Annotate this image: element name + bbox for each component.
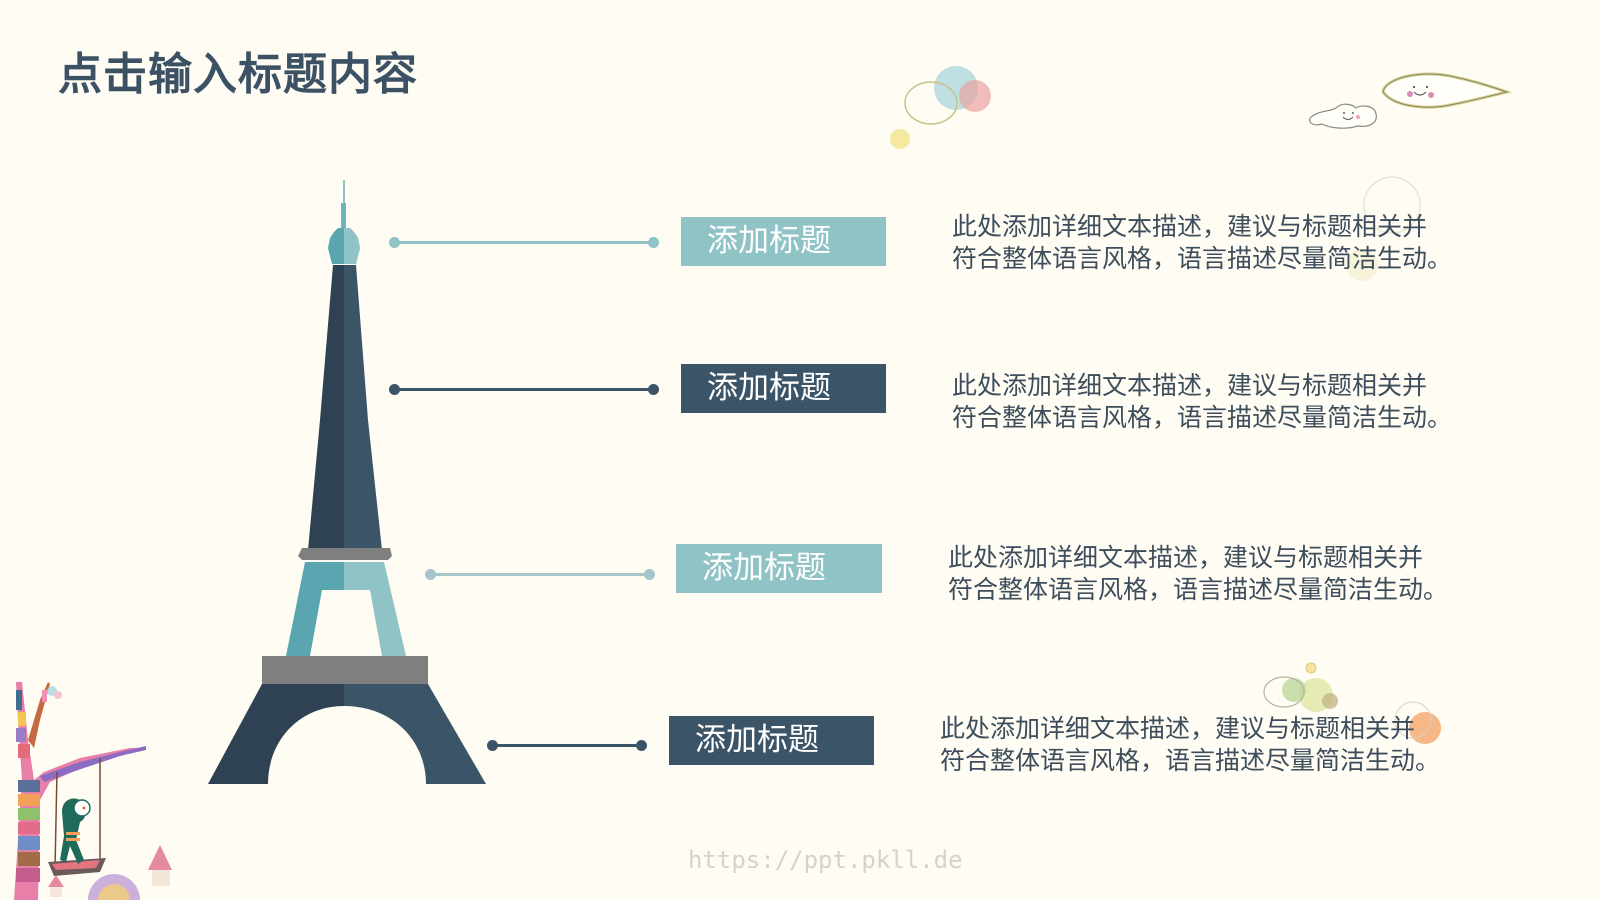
item-3-description[interactable]: 此处添加详细文本描述，建议与标题相关并 符合整体语言风格，语言描述尽量简洁生动。 [948,542,1448,606]
item-1-title-tag[interactable]: 添加标题 [681,217,886,266]
item-2-description[interactable]: 此处添加详细文本描述，建议与标题相关并 符合整体语言风格，语言描述尽量简洁生动。 [952,370,1452,434]
watermark: https://ppt.pkll.de [688,846,963,874]
connector-dot-icon [644,569,655,580]
description-line: 符合整体语言风格，语言描述尽量简洁生动。 [952,403,1453,432]
connector-dot-icon [636,740,647,751]
connector-line-4 [487,740,647,751]
description-line: 此处添加详细文本描述，建议与标题相关并 [948,543,1424,572]
item-4-description[interactable]: 此处添加详细文本描述，建议与标题相关并 符合整体语言风格，语言描述尽量简洁生动。 [940,713,1440,777]
connector-line-1 [389,237,659,248]
description-line: 此处添加详细文本描述，建议与标题相关并 [940,714,1416,743]
description-line: 此处添加详细文本描述，建议与标题相关并 [952,371,1428,400]
item-4-title-tag[interactable]: 添加标题 [669,716,874,765]
connector-dot-icon [389,384,400,395]
description-line: 符合整体语言风格，语言描述尽量简洁生动。 [952,244,1453,273]
slide-title[interactable]: 点击输入标题内容 [58,49,418,100]
connector-dot-icon [487,740,498,751]
connector-line-3 [425,569,655,580]
connector-dot-icon [648,237,659,248]
description-line: 符合整体语言风格，语言描述尽量简洁生动。 [940,746,1441,775]
description-line: 符合整体语言风格，语言描述尽量简洁生动。 [948,575,1449,604]
connector-line-2 [389,384,659,395]
item-3-title-tag[interactable]: 添加标题 [676,544,882,593]
item-1-description[interactable]: 此处添加详细文本描述，建议与标题相关并 符合整体语言风格，语言描述尽量简洁生动。 [952,211,1452,275]
connector-dot-icon [425,569,436,580]
description-line: 此处添加详细文本描述，建议与标题相关并 [952,212,1428,241]
connector-dot-icon [389,237,400,248]
item-2-title-tag[interactable]: 添加标题 [681,364,886,413]
connector-dot-icon [648,384,659,395]
